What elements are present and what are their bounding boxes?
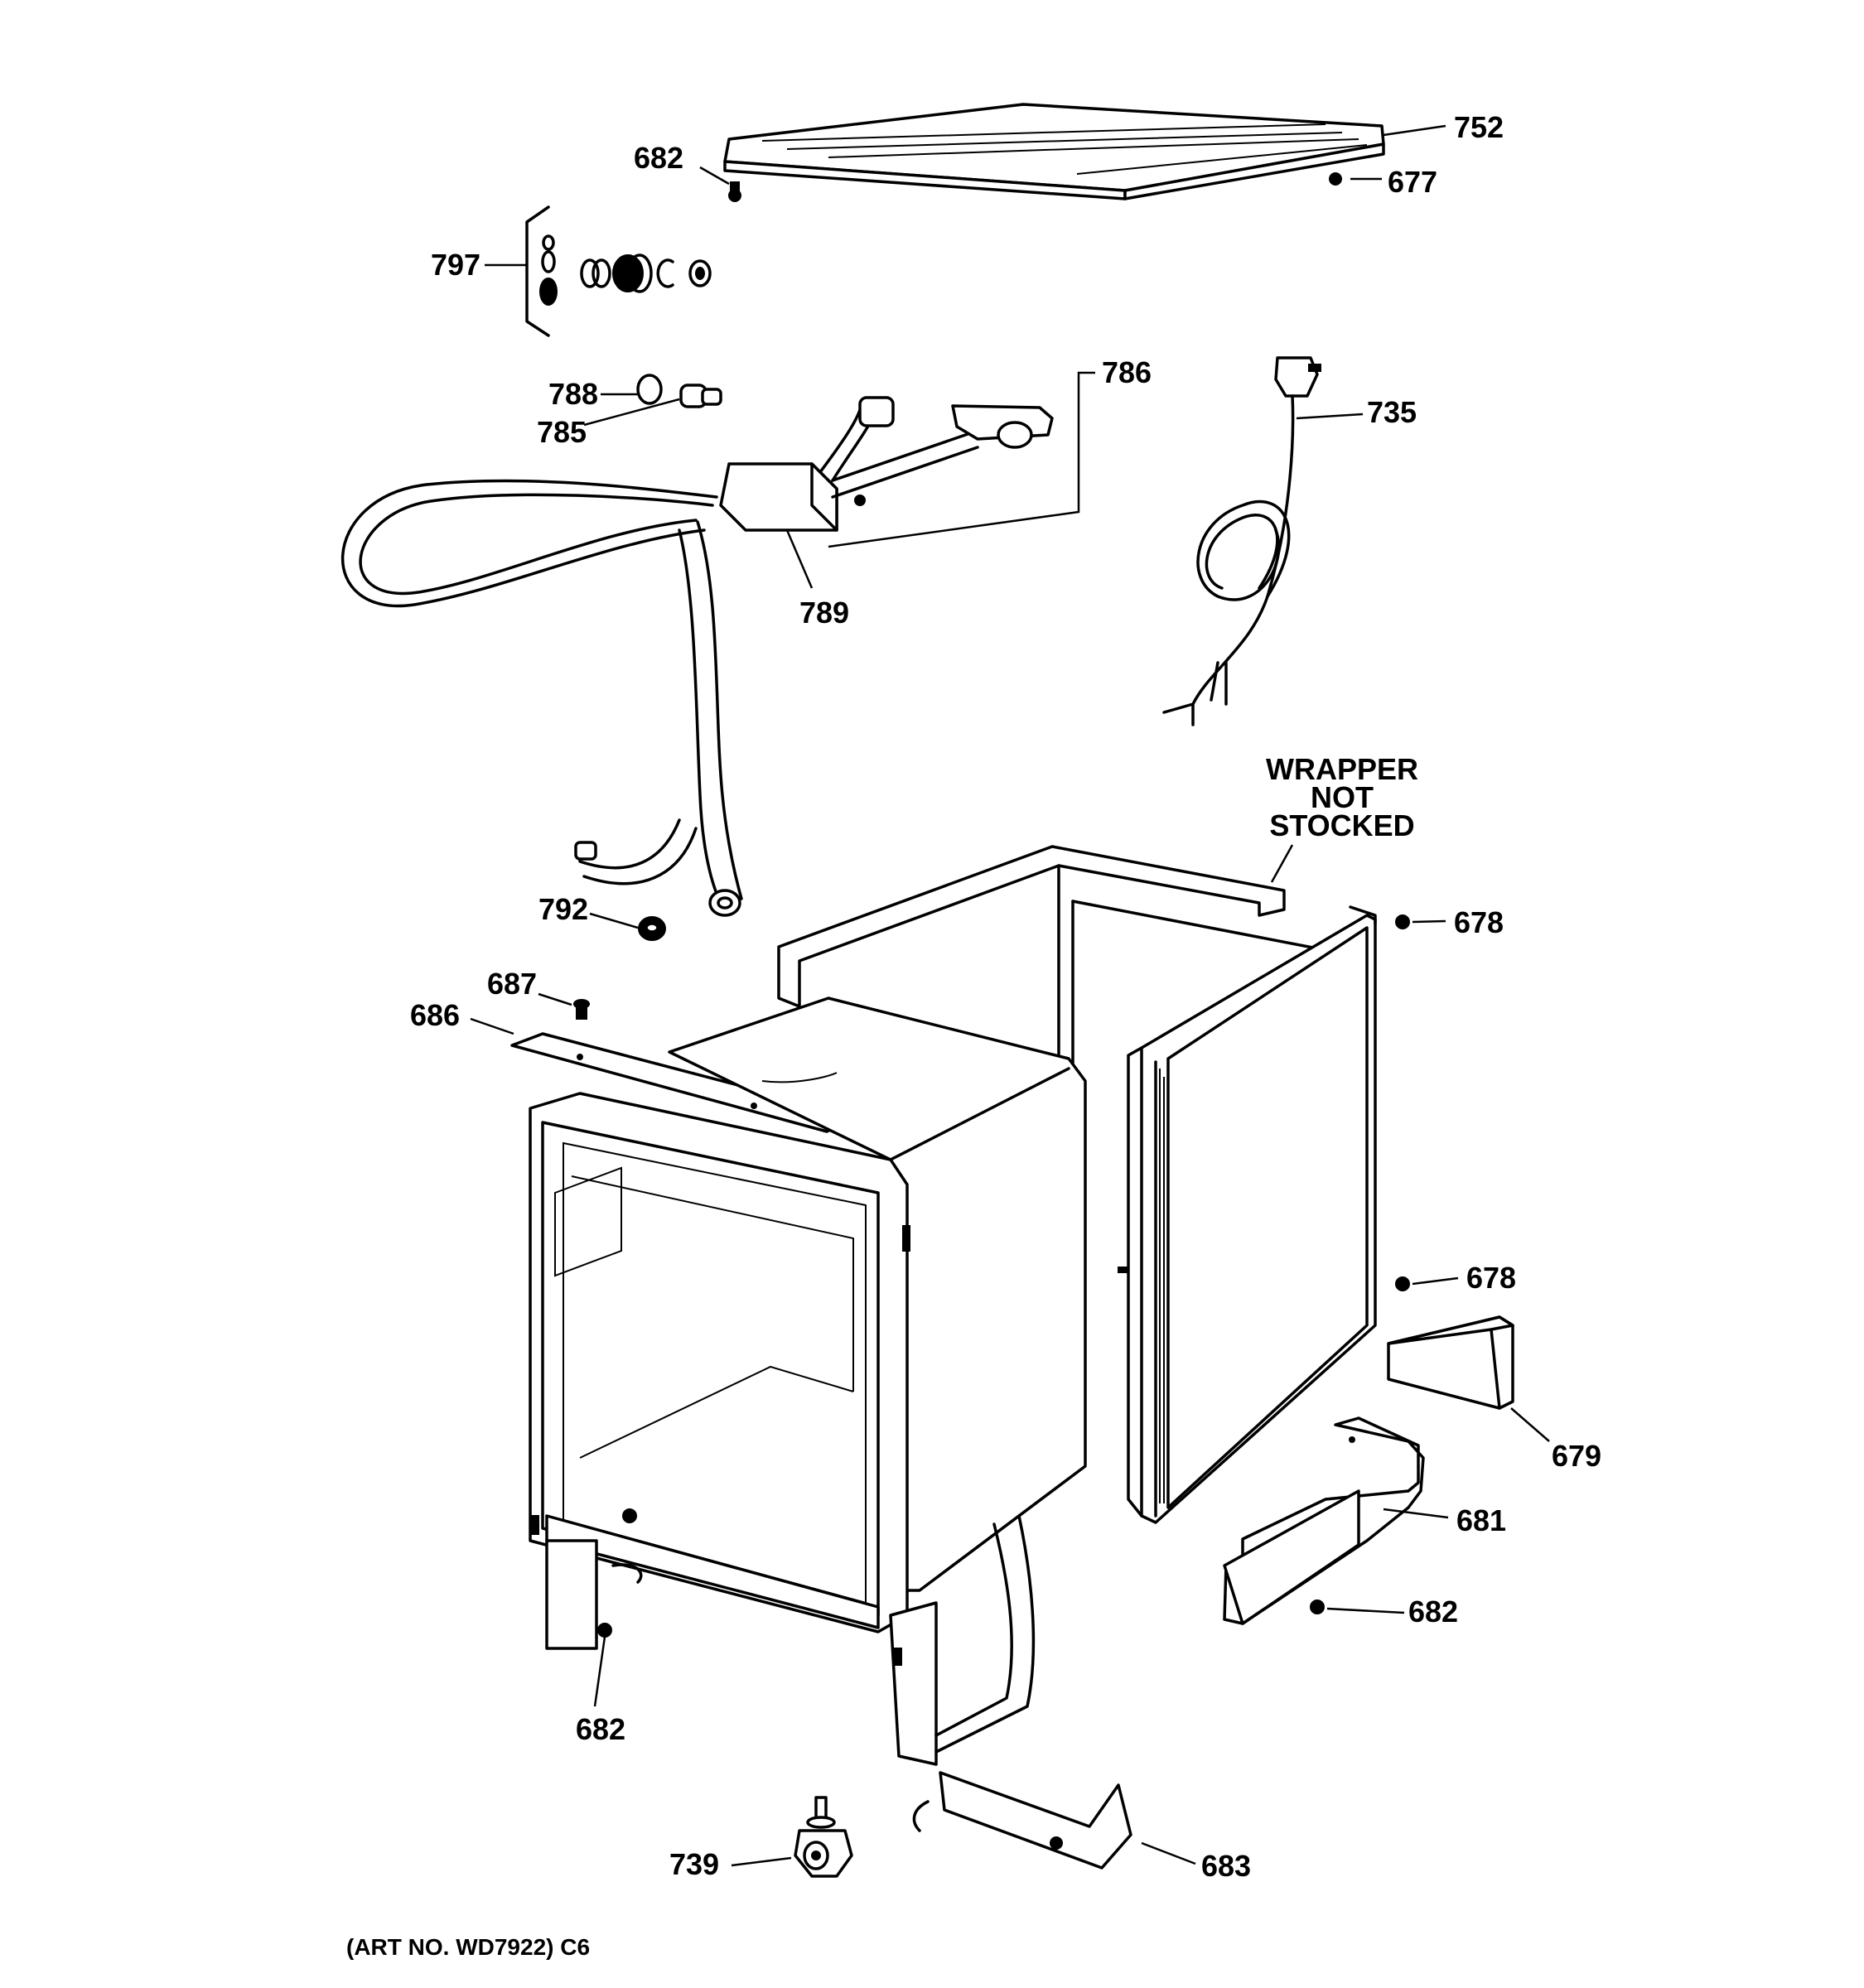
callout-678-upper: 678 [1454, 905, 1504, 939]
note-line-1: WRAPPER [1265, 752, 1418, 786]
callout-687: 687 [487, 967, 538, 1001]
insulation-block-679 [1387, 1315, 1514, 1410]
callout-785: 785 [537, 415, 587, 449]
note-line-3: STOCKED [1269, 808, 1415, 842]
callout-686: 686 [410, 998, 461, 1032]
callout-677: 677 [1388, 165, 1438, 199]
callout-681: 681 [1456, 1503, 1507, 1537]
nut-792 [638, 916, 666, 941]
callout-683: 683 [1201, 1849, 1252, 1883]
callout-679: 679 [1552, 1439, 1602, 1473]
callout-792: 792 [538, 892, 589, 926]
art-number: (ART NO. WD7922) C6 [346, 1934, 591, 1960]
wrapper-not-stocked-note: WRAPPER NOT STOCKED [1251, 752, 1433, 842]
note-line-2: NOT [1311, 780, 1374, 814]
screw-687 [573, 999, 590, 1020]
callout-786: 786 [1102, 355, 1152, 389]
wrapper-outer-cabinet [777, 845, 1377, 1524]
toe-bracket-683 [912, 1771, 1132, 1870]
callout-735: 735 [1367, 395, 1417, 429]
callout-797: 797 [431, 248, 481, 282]
screw-678-lower [1395, 1276, 1410, 1291]
callout-752: 752 [1454, 110, 1504, 144]
screw-678-upper [1395, 914, 1410, 929]
screw-677 [1329, 172, 1342, 186]
o-ring-788 [636, 374, 663, 405]
callout-682-bottom: 682 [576, 1712, 626, 1746]
leveling-leg-739 [794, 1796, 853, 1878]
hose-assembly-786 [340, 396, 1054, 917]
fitting-785 [679, 384, 722, 408]
leg-rail-681 [1223, 1416, 1425, 1625]
screw-682-bottom [597, 1623, 612, 1638]
leader-lines [470, 124, 1550, 1867]
callout-682-top: 682 [634, 141, 684, 175]
callout-788: 788 [548, 377, 599, 411]
top-panel-752 [723, 103, 1385, 200]
screw-682-top [728, 181, 741, 202]
tub-assembly [529, 996, 1087, 1766]
callout-682-right: 682 [1408, 1595, 1459, 1629]
power-cord-735 [1162, 356, 1321, 726]
callout-678-lower: 678 [1466, 1261, 1517, 1295]
screw-682-right [1310, 1600, 1325, 1614]
callout-789: 789 [799, 596, 850, 630]
callout-739: 739 [669, 1847, 720, 1881]
valve-kit-797 [525, 205, 712, 337]
